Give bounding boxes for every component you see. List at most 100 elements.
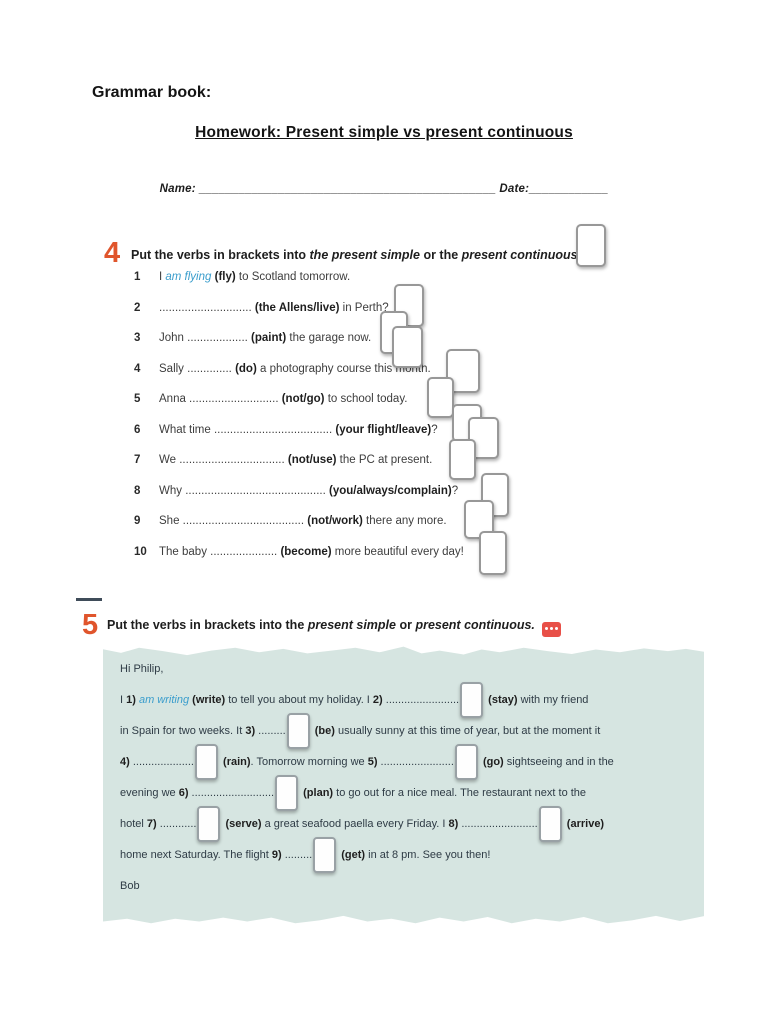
text-segment: with my friend <box>517 694 589 706</box>
answer-box[interactable] <box>197 806 221 843</box>
letter-line: I 1) am writing (write) to tell you abou… <box>120 682 696 719</box>
item-text: John ................... (paint) the gar… <box>159 332 371 344</box>
text-segment: ......................... <box>458 818 538 830</box>
exercise5-number: 5 <box>82 609 99 641</box>
letter-line: 4) .................... (rain). Tomorrow… <box>120 744 696 781</box>
text-segment: 8) <box>448 818 459 830</box>
text-segment: I <box>159 271 166 283</box>
text-segment: usually sunny at this time of year, but … <box>334 725 601 737</box>
letter-line: Bob <box>120 871 696 902</box>
text-segment: ? <box>431 423 438 436</box>
text-segment: ......... <box>255 725 286 737</box>
text-segment: in Spain for two weeks. It <box>120 725 246 737</box>
text-segment: the garage now. <box>286 332 372 344</box>
text-segment: am flying <box>165 271 212 283</box>
item-number: 7 <box>134 454 141 466</box>
answer-box[interactable] <box>275 775 299 812</box>
answer-box[interactable] <box>454 744 478 781</box>
answer-box[interactable] <box>449 439 476 480</box>
item-text: We ................................. (no… <box>159 454 432 466</box>
text-segment: (you/always/complain) <box>328 484 452 497</box>
answer-box[interactable] <box>460 682 484 719</box>
text-segment: am writing <box>138 694 190 706</box>
grammar-book-label: Grammar book: <box>92 84 212 101</box>
text-segment: (arrive) <box>566 818 605 830</box>
exercise5-instruction: Put the verbs in brackets into the prese… <box>107 618 561 637</box>
text-segment: present continuous. <box>461 248 582 262</box>
text-segment: to go out for a nice meal. The restauran… <box>333 787 587 799</box>
exercise-item: 3 John ................... (paint) the ga… <box>134 332 464 363</box>
text-segment: John ................... <box>159 332 252 344</box>
text-segment: (rain) <box>223 756 251 768</box>
letter-panel: Hi Philip, I 1) am writing (write) to tel… <box>103 646 704 924</box>
text-segment: (become) <box>280 545 332 558</box>
text-segment: (write) <box>192 694 226 706</box>
exercise-item: 6 What time .............................… <box>134 424 464 455</box>
item-text: The baby ..................... (become) … <box>159 546 464 558</box>
answer-box[interactable] <box>392 326 423 368</box>
text-segment: hotel <box>120 818 147 830</box>
text-segment: 9) <box>271 849 282 861</box>
exercise-item: 8 Why ...................................… <box>134 485 464 516</box>
text-segment: (plan) <box>303 787 334 799</box>
text-segment: (stay) <box>488 694 518 706</box>
section-divider <box>76 598 102 601</box>
answer-box[interactable] <box>194 744 218 781</box>
item-text: What time ..............................… <box>159 424 438 436</box>
item-text: ............................. (the Allen… <box>159 302 389 314</box>
letter-line: evening we 6) ..........................… <box>120 775 696 812</box>
text-segment: home next Saturday. The flight <box>120 849 272 861</box>
text-segment: there any more. <box>362 515 447 527</box>
text-segment: (fly) <box>214 271 236 283</box>
text-segment: the present simple <box>309 248 420 262</box>
text-segment: (not/go) <box>281 393 325 405</box>
text-segment: in at 8 pm. See you then! <box>365 849 491 861</box>
item-number: 4 <box>134 362 141 375</box>
text-segment: What time ..............................… <box>159 423 336 436</box>
answer-box[interactable] <box>427 377 454 418</box>
text-segment: 6) <box>178 787 189 799</box>
text-segment: (be) <box>314 725 335 737</box>
letter-line: hotel 7) ............ (serve) a great se… <box>120 806 696 843</box>
answer-box[interactable] <box>576 224 606 267</box>
exercise-item: 2............................. (the Alle… <box>134 302 464 333</box>
text-segment: Why ....................................… <box>159 484 329 497</box>
item-text: I am flying (fly) to Scotland tomorrow. <box>159 271 350 283</box>
answer-box[interactable] <box>286 713 310 750</box>
text-segment: to Scotland tomorrow. <box>235 271 351 283</box>
answer-box[interactable] <box>313 837 337 874</box>
answer-box[interactable] <box>538 806 562 843</box>
text-segment: The baby ..................... <box>159 545 281 558</box>
text-segment: or the <box>419 248 462 262</box>
text-segment: (your flight/leave) <box>335 423 432 436</box>
page-title: Homework: Present simple vs present cont… <box>195 124 573 141</box>
text-segment: evening we <box>120 787 179 799</box>
item-number: 6 <box>134 423 141 436</box>
letter-line: in Spain for two weeks. It 3) ......... … <box>120 713 696 750</box>
text-segment: in Perth? <box>339 301 389 314</box>
text-segment: (get) <box>341 849 366 861</box>
item-number: 8 <box>134 484 141 497</box>
item-number: 3 <box>134 332 141 344</box>
text-segment: sightseeing and in the <box>503 756 614 768</box>
text-segment: ......... <box>281 849 313 861</box>
text-segment: (not/work) <box>307 515 363 527</box>
text-segment: present continuous. <box>415 618 535 632</box>
date-blank: ____________ <box>529 183 609 195</box>
exercise5-instruction-text: Put the verbs in brackets into the prese… <box>107 618 535 632</box>
item-number: 9 <box>134 515 141 527</box>
answer-box[interactable] <box>479 531 507 575</box>
text-segment: We ................................. <box>159 454 288 466</box>
name-blank: ________________________________________… <box>199 183 497 195</box>
text-segment: Hi Philip, <box>120 663 164 675</box>
text-segment: 7) <box>146 818 157 830</box>
text-segment: a great seafood paella every Friday. I <box>261 818 449 830</box>
text-segment: (go) <box>482 756 504 768</box>
ellipsis-badge-icon <box>541 622 561 637</box>
text-segment: ............ <box>156 818 197 830</box>
